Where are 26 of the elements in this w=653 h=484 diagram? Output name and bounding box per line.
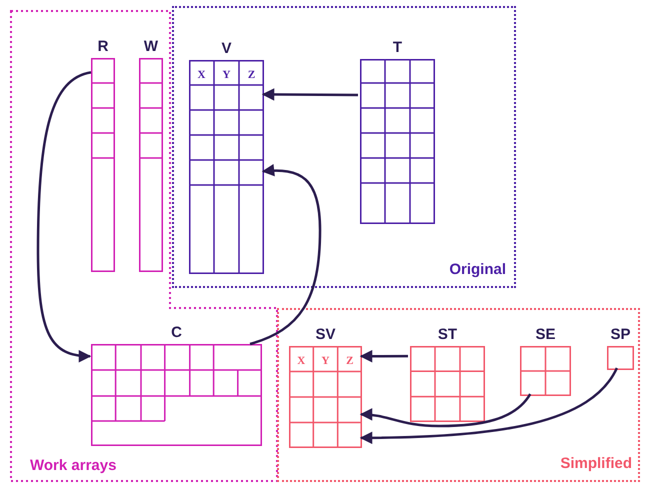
column-label: X — [296, 356, 306, 367]
array-name: SP — [609, 326, 632, 343]
column-label: X — [196, 70, 206, 80]
arrow — [36, 71, 92, 362]
dotted-region — [172, 6, 516, 288]
array-name: ST — [436, 326, 458, 343]
region-title: Simplified — [560, 455, 632, 472]
arrow — [360, 393, 532, 428]
column-label: Z — [246, 70, 256, 80]
array-name: C — [170, 324, 183, 341]
array-name: SV — [314, 326, 336, 343]
array-name: V — [220, 40, 232, 57]
column-label: Y — [320, 356, 330, 367]
column-label: Y — [222, 70, 232, 80]
arrow — [360, 350, 408, 362]
arrow — [250, 164, 322, 346]
column-label: Z — [345, 356, 354, 367]
region-title: Work arrays — [30, 457, 116, 474]
array-name: W — [142, 38, 160, 55]
array-name: SE — [534, 326, 556, 343]
arrow — [360, 367, 618, 444]
array-name: R — [96, 38, 110, 55]
region-title: Original — [449, 261, 506, 278]
dotted-region — [277, 308, 640, 482]
arrow — [262, 88, 358, 101]
array-name: T — [392, 39, 404, 56]
